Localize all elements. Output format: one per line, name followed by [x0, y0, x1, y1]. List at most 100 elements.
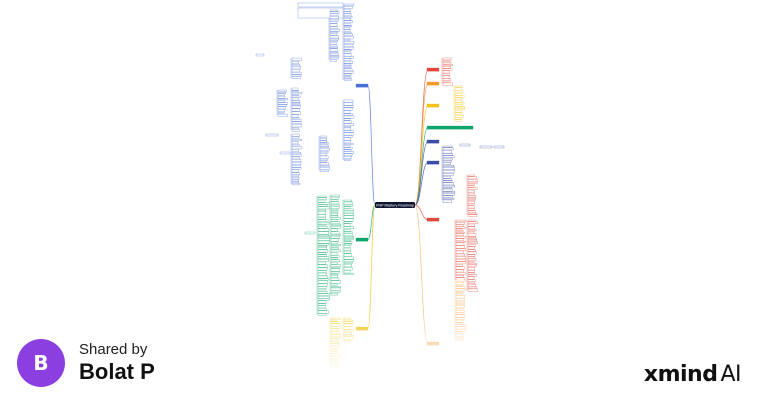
red-detail-col-c [467, 238, 477, 240]
central-topic[interactable]: PHP Mastery Roadmap [375, 202, 415, 208]
navy-leaf-1 [459, 143, 471, 147]
green-subtopics-c [343, 243, 352, 246]
peach-detail-col [455, 284, 463, 287]
blue-subtopics-g [319, 162, 329, 166]
red-detail-col-c [467, 263, 478, 265]
blue-subtopics-h [343, 115, 355, 119]
green-subtopics-b [330, 287, 341, 291]
yellow-subtopics [454, 119, 462, 122]
blue-subtopics-g [319, 140, 327, 143]
green-subtopics-c [343, 223, 351, 227]
red-subtopics [442, 57, 452, 61]
red-detail-col-a [467, 200, 475, 204]
navy-subtopics [442, 147, 454, 151]
yellow-left-subtopics [330, 346, 340, 349]
branch-orange-topic [426, 81, 440, 86]
blue-subtopics-f [291, 177, 300, 180]
green-subtopics-b [330, 228, 338, 232]
yellow-subtopics [454, 115, 464, 118]
yellow-subtopics [454, 108, 465, 110]
yellow-subtopics [454, 87, 462, 91]
green-leaf-1 [304, 231, 316, 235]
blue-subtopics-f [291, 183, 301, 186]
yellow-left-subtopics [330, 367, 338, 371]
green-subtopics-b [330, 286, 341, 288]
red-subtopics [442, 73, 451, 76]
red-detail-col-a [467, 192, 475, 196]
blue-subtopics-g [319, 158, 329, 161]
blue-subtopics-h [343, 99, 354, 103]
blue-subtopics-c [291, 72, 302, 75]
blue-subtopics-a [343, 33, 353, 36]
green-subtopics-a [317, 291, 328, 294]
navy-subtopics [442, 185, 455, 188]
yellow-left-subtopics [330, 338, 339, 342]
blue-subtopics-g [319, 150, 329, 154]
green-subtopics-c [343, 233, 353, 237]
green-subtopics-c [343, 259, 354, 262]
blue-subtopics-e [291, 117, 300, 120]
red-subtopics [442, 62, 452, 65]
blue-subtopics-a [343, 44, 354, 47]
blue-subtopics-e [291, 95, 301, 98]
blue-subtopics-h [343, 126, 351, 128]
red-detail-col-c [467, 281, 476, 284]
blue-subtopics-f [291, 172, 300, 175]
green-subtopics-b [330, 290, 341, 293]
green-subtopics-a [317, 209, 327, 212]
green-subtopics-b [330, 210, 339, 213]
red-detail-col-b [455, 272, 466, 275]
red-detail-col-c [467, 226, 475, 230]
red-subtopics [442, 78, 452, 81]
yellow-subtopics [454, 95, 466, 98]
green-subtopics-a [317, 224, 327, 227]
green-subtopics-c [343, 231, 353, 234]
peach-detail-col [455, 291, 464, 293]
red-detail-col-b [455, 253, 465, 257]
green-subtopics-b [330, 280, 341, 284]
blue-subtopics-h [343, 102, 354, 106]
blue-subtopics-g [319, 146, 329, 148]
blue-subtopics-b [329, 23, 338, 27]
red-detail-col-b [455, 245, 465, 249]
green-subtopics-a [317, 240, 330, 244]
blue-subtopics-b [329, 51, 339, 53]
green-subtopics-b [330, 241, 339, 245]
navy-subtopics [442, 162, 451, 165]
red-detail-col-c [467, 223, 475, 227]
yellow-left-subtopics [330, 321, 341, 324]
blue-subtopics-d [277, 112, 285, 114]
blue-subtopics-e [291, 108, 300, 112]
green-subtopics-a [317, 305, 326, 309]
green-subtopics-b [330, 194, 340, 197]
red-detail-col-a [467, 197, 476, 199]
green-subtopics-a [317, 195, 327, 198]
green-subtopics-a [317, 202, 330, 205]
blue-subtopics-g [319, 153, 327, 156]
green-subtopics-a [317, 283, 328, 287]
red-detail-col-b [455, 232, 465, 234]
green-subtopics-a [317, 300, 327, 304]
central-topic-box[interactable] [375, 202, 415, 208]
peach-detail-col [455, 310, 465, 313]
red-detail-col-a [467, 210, 476, 213]
yellow-left-subtopics-b [343, 331, 352, 336]
peach-detail-col [455, 301, 465, 304]
red-detail-col-b [455, 228, 463, 231]
blue-subtopics-h [343, 143, 354, 145]
peach-detail-col [455, 293, 463, 296]
navy-leaf-3 [493, 145, 505, 149]
yellow-left-subtopics [330, 356, 341, 360]
blue-subtopics-h [343, 151, 354, 154]
blue-subtopics-f [291, 159, 302, 162]
red-detail-col-b [455, 266, 465, 270]
navy-subtopics [442, 167, 455, 170]
green-subtopics-c [343, 270, 351, 274]
navy-subtopics [442, 199, 452, 203]
green-subtopics-a [317, 288, 327, 292]
blue-subtopics-b [329, 33, 338, 36]
green-subtopics-b [330, 231, 340, 235]
green-subtopics-c [343, 273, 354, 275]
green-subtopics-b [330, 244, 341, 246]
